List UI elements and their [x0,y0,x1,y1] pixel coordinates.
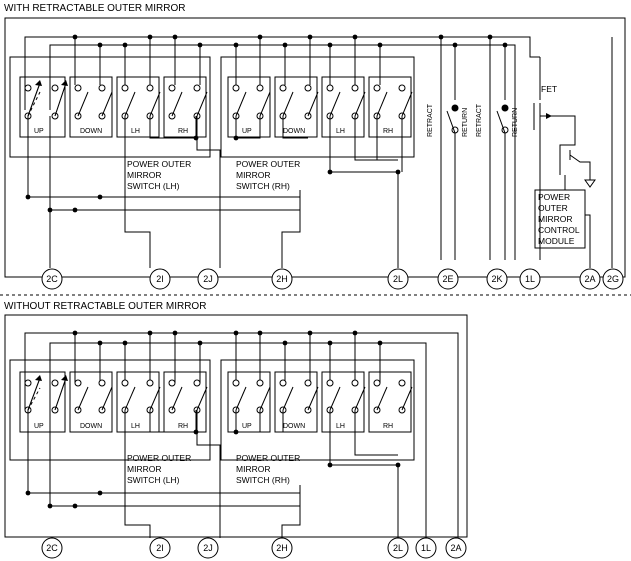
switch-lh-box-b [9,359,211,461]
switch-rh-name: POWER OUTER MIRROR SWITCH (RH) [236,159,303,191]
lbl-lh-rh: LH [336,128,345,135]
switch-rh-down [274,76,318,138]
fet-symbol [533,57,596,260]
return-label-1: RETURN [462,108,469,137]
switch-contacts-bottom [24,375,413,414]
switch-lh-b-line-1: POWER OUTER [127,453,191,463]
lbl-down-rh: DOWN [283,128,305,135]
pin-2e: 2E [442,274,453,284]
pin-2g: 2G [607,274,619,284]
lbl-down-lh-b: DOWN [80,423,102,430]
lbl-up-rh-b: UP [242,423,252,430]
title-without-retractable: WITHOUT RETRACTABLE OUTER MIRROR [4,301,206,312]
switch-rh-line-3: SWITCH (RH) [236,181,290,191]
switch-lh-line-1: POWER OUTER [127,159,191,169]
switch-rh-lh [321,76,365,138]
pin-2j: 2J [203,274,213,284]
pin-1l: 1L [525,274,535,284]
switch-lh-b-line-2: MIRROR [127,464,161,474]
lbl-up-rh: UP [242,128,252,135]
retract-label-1: RETRACT [427,103,434,137]
pin-circle [41,268,63,290]
pin-2c: 2C [46,274,58,284]
switch-lh-up [19,76,66,138]
control-module-box [534,189,586,249]
return-label-2: RETURN [512,108,519,137]
pin-2l: 2L [393,274,403,284]
junction-dots-bottom [25,330,401,509]
switch-rh-name-b: POWER OUTER MIRROR SWITCH (RH) [236,453,303,485]
title-with-retractable: WITH RETRACTABLE OUTER MIRROR [4,3,185,14]
bottom-circuit: UP DOWN LH RH UP DOWN LH RH POWER OUTER … [4,314,468,559]
bottom-pins: 2C 2I 2J 2H 2L 1L 2A [41,537,467,559]
switch-lh-b-line-3: SWITCH (LH) [127,475,180,485]
switch-lh-box [9,56,211,158]
pin-b-2j: 2J [203,543,213,553]
top-frame [4,17,626,278]
switch-rh-line-1: POWER OUTER [236,159,300,169]
switch-rh-b-line-3: SWITCH (RH) [236,475,290,485]
module-line-5: MODULE [538,236,575,246]
lbl-rh-rh-b: RH [383,423,393,430]
switch-lh-lh [116,76,160,138]
bottom-frame [4,314,468,538]
lbl-lh-lh-b: LH [131,423,140,430]
switch-rh-b-line-1: POWER OUTER [236,453,300,463]
switch-rh-rh [368,76,412,138]
pin-2h: 2H [276,274,288,284]
lbl-rh-rh: RH [383,128,393,135]
module-line-3: MIRROR [538,214,572,224]
switch-rh-b-line-2: MIRROR [236,464,270,474]
lbl-up-lh: UP [34,128,44,135]
pin-2a: 2A [584,274,595,284]
module-line-4: CONTROL [538,225,580,235]
control-module-text: POWER OUTER MIRROR CONTROL MODULE [538,192,582,246]
retract-label-2: RETRACT [476,103,483,137]
module-line-2: OUTER [538,203,568,213]
switch-lh-line-3: SWITCH (LH) [127,181,180,191]
switch-rh-line-2: MIRROR [236,170,270,180]
pin-b-1l: 1L [421,543,431,553]
switch-contacts-top [24,80,413,120]
retract-switch-lh [446,110,459,260]
lbl-down-lh: DOWN [80,128,102,135]
pin-b-2c: 2C [46,543,58,553]
switch-lh-line-2: MIRROR [127,170,161,180]
lbl-rh-lh: RH [178,128,188,135]
pin-b-2a: 2A [450,543,461,553]
lbl-lh-lh: LH [131,128,140,135]
module-line-1: POWER [538,192,570,202]
top-pins: 2C 2I 2J 2H 2L 2E 2K 1L 2A 2G [41,268,624,290]
retract-switch-rh [496,110,509,260]
pin-b-2l: 2L [393,543,403,553]
switch-rh-box-b [220,359,415,461]
switch-lh-rh [163,76,207,138]
switch-lh-down [69,76,113,138]
switch-lh-name: POWER OUTER MIRROR SWITCH (LH) [127,159,194,191]
switch-lh-name-b: POWER OUTER MIRROR SWITCH (LH) [127,453,194,485]
switch-rh-up [227,76,271,138]
pin-b-2h: 2H [276,543,288,553]
lbl-down-rh-b: DOWN [283,423,305,430]
top-circuit: RETRACT RETURN RETRACT RETURN FET POWER … [4,17,626,290]
switch-rh-box [220,56,415,158]
pin-2i: 2I [156,274,164,284]
lbl-lh-rh-b: LH [336,423,345,430]
pin-2k: 2K [491,274,502,284]
lbl-rh-lh-b: RH [178,423,188,430]
pin-b-2i: 2I [156,543,164,553]
fet-label: FET [541,84,557,94]
lbl-up-lh-b: UP [34,423,44,430]
